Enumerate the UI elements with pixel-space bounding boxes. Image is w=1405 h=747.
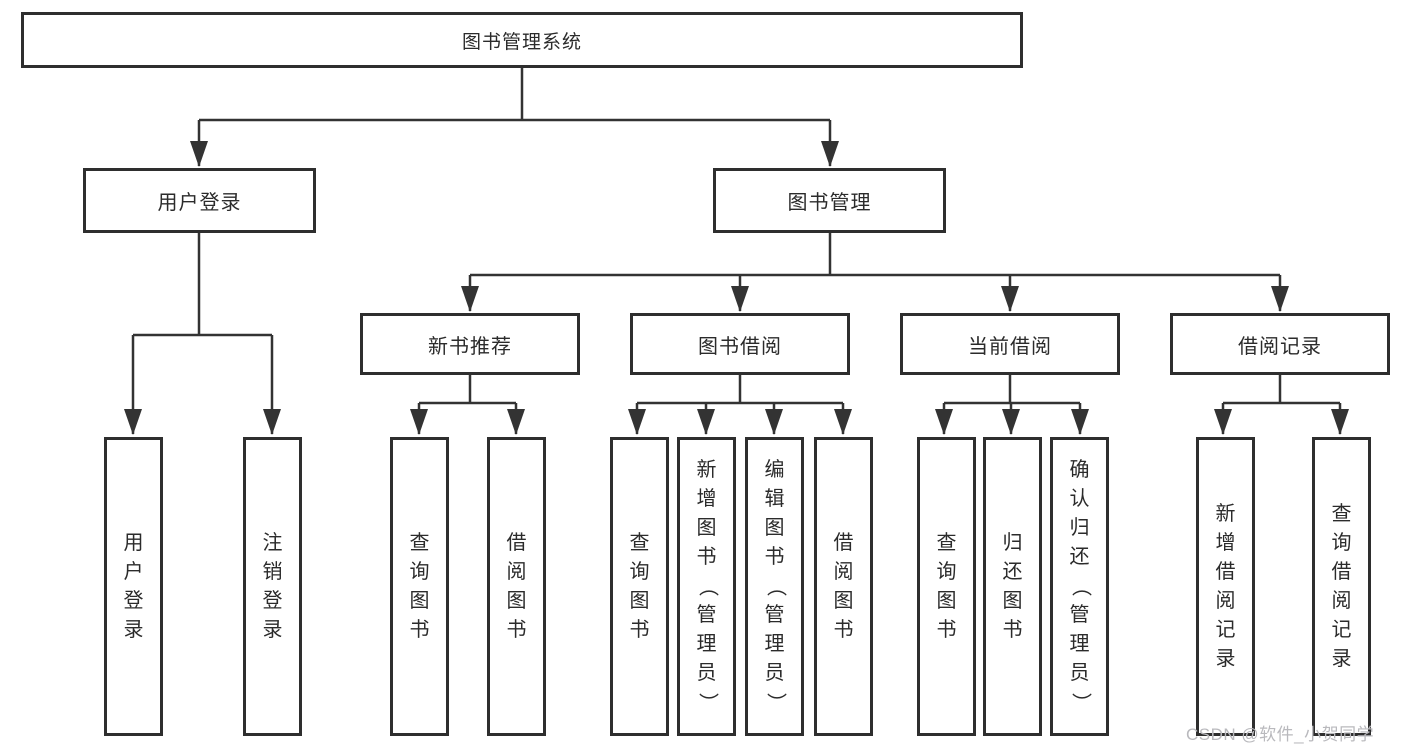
node-label: 图书管理 [787,192,872,214]
leaf-query-borrow-record: 查询借阅记录 [1312,437,1371,736]
node-label: 用户登录 [157,192,242,214]
node-label: 查询图书 [409,531,430,641]
node-borrowing-records: 借阅记录 [1170,313,1390,375]
leaf-edit-book-admin: 编辑图书（管理员） [745,437,804,736]
node-label: 借阅记录 [1238,335,1322,358]
node-label: 当前借阅 [968,335,1052,358]
leaf-confirm-return-admin: 确认归还（管理员） [1050,437,1109,736]
leaf-query-books-recommend: 查询图书 [390,437,449,736]
node-label: 图书管理系统 [461,31,582,53]
node-label: 注销登录 [262,531,283,641]
node-label: 用户登录 [123,531,144,641]
leaf-query-books-current: 查询图书 [917,437,976,736]
leaf-query-books-borrow: 查询图书 [610,437,669,736]
trunk-lines [133,68,1340,405]
node-label: 新增图书（管理员） [696,459,718,713]
node-user-login: 用户登录 [83,168,316,233]
node-label: 归还图书 [1002,531,1023,641]
node-label: 借阅图书 [506,531,527,641]
leaf-add-book-admin: 新增图书（管理员） [677,437,736,736]
leaf-user-login: 用户登录 [104,437,163,736]
leaf-add-borrow-record: 新增借阅记录 [1196,437,1255,736]
node-book-management: 图书管理 [713,168,946,233]
leaf-borrow-books-recommend: 借阅图书 [487,437,546,736]
arrow-lines [124,120,1349,435]
node-label: 编辑图书（管理员） [764,459,786,713]
leaf-logout: 注销登录 [243,437,302,736]
node-label: 图书借阅 [698,335,782,358]
node-book-borrowing: 图书借阅 [630,313,850,375]
tree-connectors [124,68,1349,435]
node-label: 确认归还（管理员） [1069,459,1091,713]
node-label: 查询图书 [936,531,957,641]
csdn-watermark: CSDN @软件_小贺同学 [1186,725,1375,744]
node-library-management-system: 图书管理系统 [21,12,1023,68]
node-current-borrowing: 当前借阅 [900,313,1120,375]
node-label: 新增借阅记录 [1215,502,1236,670]
node-label: 查询借阅记录 [1331,502,1352,670]
leaf-borrow-books: 借阅图书 [814,437,873,736]
node-label: 借阅图书 [833,531,854,641]
node-new-book-recommend: 新书推荐 [360,313,580,375]
node-label: 新书推荐 [428,335,512,358]
node-label: 查询图书 [629,531,650,641]
leaf-return-books: 归还图书 [983,437,1042,736]
